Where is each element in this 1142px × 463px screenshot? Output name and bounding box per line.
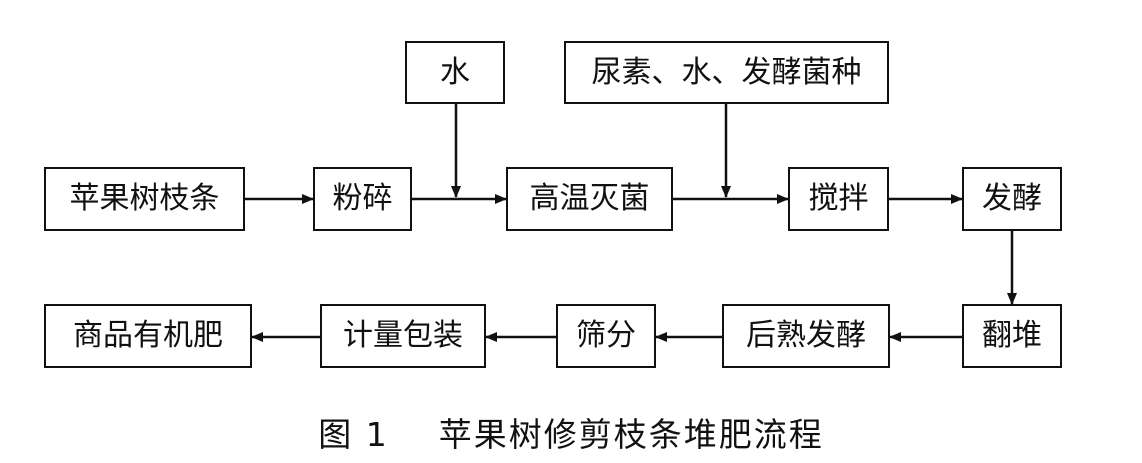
node-commercial-organic-fertilizer: 商品有机肥	[44, 304, 252, 368]
node-weighing-packaging: 计量包装	[320, 304, 486, 368]
node-high-temp-sterilization: 高温灭菌	[506, 167, 673, 231]
node-fermentation: 发酵	[962, 167, 1062, 231]
node-crushing: 粉碎	[313, 167, 412, 231]
node-stirring: 搅拌	[788, 167, 889, 231]
node-post-ripening-fermentation: 后熟发酵	[722, 304, 890, 368]
node-screening: 筛分	[556, 304, 656, 368]
node-additives-input: 尿素、水、发酵菌种	[564, 41, 889, 104]
node-turning: 翻堆	[962, 304, 1062, 368]
node-water-input: 水	[405, 41, 505, 104]
node-apple-branches: 苹果树枝条	[44, 167, 245, 231]
figure-caption: 图 1 苹果树修剪枝条堆肥流程	[318, 415, 824, 454]
